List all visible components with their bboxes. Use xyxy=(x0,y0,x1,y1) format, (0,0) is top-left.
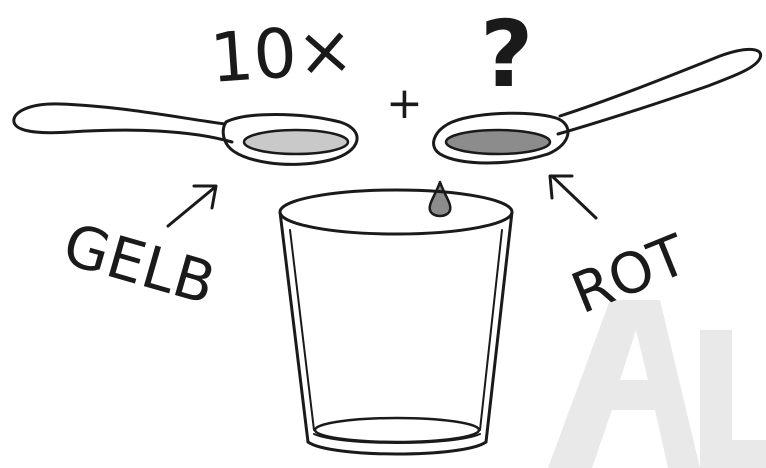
arrow-up-left-icon xyxy=(550,176,596,218)
plus-sign: + xyxy=(386,78,423,129)
question-mark: ? xyxy=(480,1,533,108)
red-liquid xyxy=(446,130,550,154)
yellow-liquid xyxy=(244,130,348,154)
watermark xyxy=(548,300,766,468)
arrow-up-right-icon xyxy=(168,186,216,226)
drop-icon xyxy=(430,182,451,216)
glass-icon xyxy=(280,190,512,454)
multiplier-label: 10× xyxy=(208,10,357,99)
left-spoon xyxy=(14,104,357,164)
left-spoon-label: GELB xyxy=(56,210,222,318)
